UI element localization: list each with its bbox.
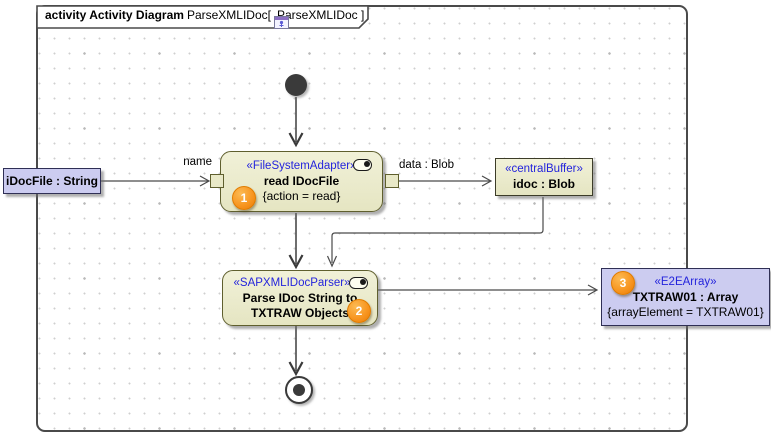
action-parse-title-line1: Parse IDoc String to (242, 290, 358, 305)
frame-header[interactable]: activity Activity Diagram ParseXMLIDoc[ … (36, 5, 370, 29)
activity-frame (36, 5, 688, 432)
step-badge-3[interactable]: 3 (611, 271, 635, 295)
initial-node[interactable] (285, 74, 307, 96)
action-read-tag: {action = read} (262, 189, 341, 203)
object-node-idocfile-label: iDocFile : String (5, 173, 98, 188)
central-buffer-title: idoc : Blob (513, 177, 575, 191)
e2e-array-title: TXTRAW01 : Array (632, 289, 739, 304)
action-read-title: read IDocFile (263, 174, 340, 188)
pin-label-data-blob: data : Blob (399, 159, 454, 171)
step-badge-1[interactable]: 1 (232, 186, 256, 210)
input-pin-name[interactable] (210, 174, 224, 188)
final-node-dot (293, 384, 305, 396)
toggle-decoration-icon (353, 159, 372, 171)
object-node-txtraw01[interactable]: «E2EArray» TXTRAW01 : Array {arrayElemen… (601, 268, 770, 326)
action-parse-title-line2: TXTRAW Objects (250, 305, 349, 320)
object-node-idocfile[interactable]: iDocFile : String (3, 168, 101, 194)
e2e-array-stereotype: «E2EArray» (654, 275, 717, 288)
central-buffer-stereotype: «centralBuffer» (505, 163, 583, 175)
output-pin-data[interactable] (385, 174, 399, 188)
step-badge-2[interactable]: 2 (347, 299, 371, 323)
toggle-decoration-icon (349, 277, 368, 289)
action-node-parse-idoc[interactable]: «SAPXMLIDocParser» Parse IDoc String to … (222, 270, 378, 326)
frame-header-name: ParseXMLIDoc[ (186, 8, 271, 22)
action-parse-stereotype: «SAPXMLIDocParser» (233, 276, 351, 289)
activity-final-node[interactable] (285, 376, 313, 404)
action-read-stereotype: «FileSystemAdapter» (246, 160, 357, 172)
action-node-read-idocfile[interactable]: «FileSystemAdapter» read IDocFile {actio… (220, 151, 383, 212)
frame-header-keyword: activity Activity Diagram (45, 8, 184, 22)
pin-label-name: name (183, 156, 212, 168)
central-buffer-node[interactable]: «centralBuffer» idoc : Blob (495, 158, 593, 196)
frame-header-ref: ParseXMLIDoc ] (276, 8, 365, 22)
e2e-array-tag: {arrayElement = TXTRAW01} (607, 304, 764, 319)
